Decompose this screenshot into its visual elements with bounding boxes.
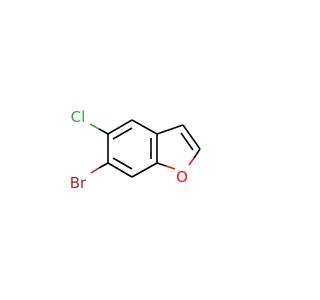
bond-c6-br xyxy=(98,162,109,169)
bond-c7a-c7 xyxy=(131,162,158,178)
benzene-ring xyxy=(107,119,158,178)
bond-o1-c7a xyxy=(156,162,167,167)
bond-c5-cl xyxy=(98,128,109,135)
substituent-bonds xyxy=(89,123,109,174)
bond-c7-c6-inner xyxy=(112,157,133,170)
bond-c5-c4-inner xyxy=(112,127,133,140)
oxygen-atom-label: O xyxy=(176,168,188,186)
bond-c3-c2-inner xyxy=(180,132,194,151)
bond-o1-c7a-hetero xyxy=(165,165,176,170)
chlorine-atom-label: Cl xyxy=(71,108,86,126)
bond-c3-c2 xyxy=(182,124,201,150)
furan-ring xyxy=(156,124,201,170)
bond-c2-o1 xyxy=(193,148,201,159)
bond-c4-c3a xyxy=(131,119,158,135)
bond-c3a-c3 xyxy=(156,124,184,135)
bromine-atom-label: Br xyxy=(70,174,87,192)
benzofuran-structure-diagram: Cl Br O xyxy=(70,108,201,192)
bond-c2-o1-hetero xyxy=(188,157,195,166)
bond-c5-cl-hetero xyxy=(89,123,100,130)
bond-c6-br-hetero xyxy=(90,167,100,174)
bond-c7-c6 xyxy=(107,162,133,178)
bond-c5-c4 xyxy=(107,119,133,135)
